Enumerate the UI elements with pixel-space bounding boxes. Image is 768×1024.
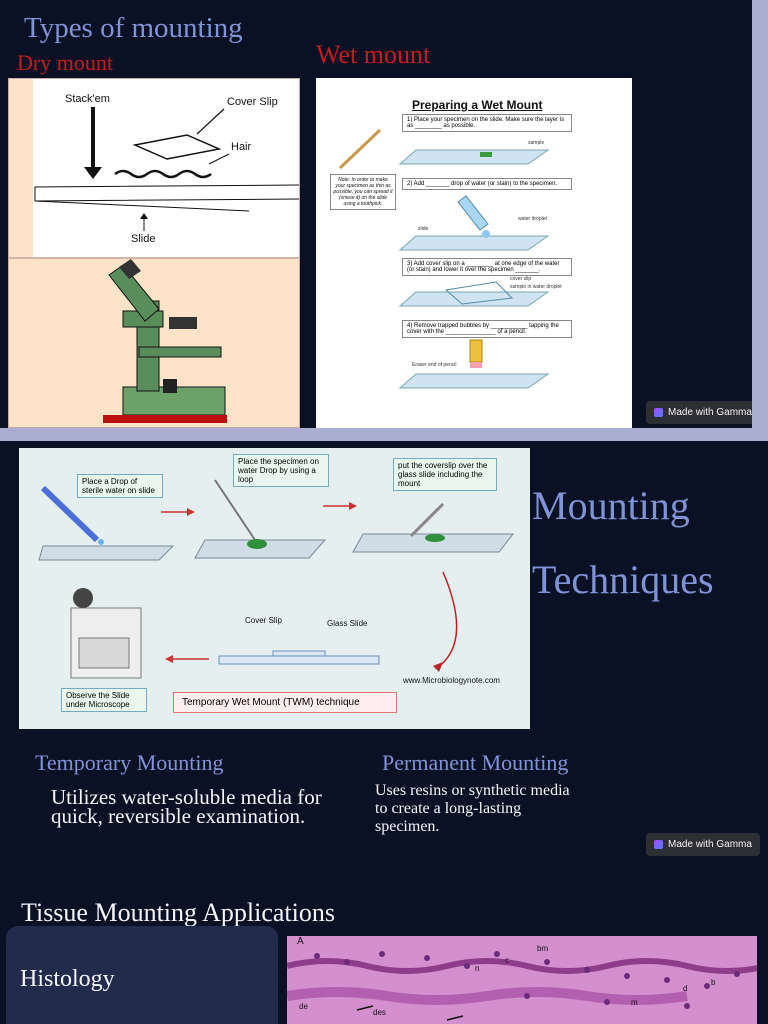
hist-label-m: m (631, 998, 638, 1007)
wet-step-2: 2) Add _______ drop of water (or stain) … (402, 178, 572, 190)
gamma-logo-icon-2 (654, 840, 663, 849)
section-divider (0, 428, 768, 441)
made-with-gamma-badge-1[interactable]: Made with Gamma (646, 401, 760, 424)
diagram-observe-label: Observe the Slide under Microscope (61, 688, 147, 712)
section-title-types: Types of mounting (24, 12, 243, 44)
diagram-cover-slip-label: Cover Slip (245, 616, 282, 625)
temporary-mounting-body: Utilizes water-soluble media for quick, … (51, 785, 322, 828)
wet-step-4: 4) Remove trapped bubbles by ___________… (402, 320, 572, 338)
made-with-gamma-badge-2[interactable]: Made with Gamma (646, 833, 760, 856)
tissue-applications-title: Tissue Mounting Applications (21, 898, 335, 927)
gamma-logo-icon (654, 408, 663, 417)
dry-mount-label: Dry mount (17, 50, 113, 75)
permanent-mounting-body: Uses resins or synthetic media to create… (375, 782, 570, 835)
hist-label-d: d (683, 984, 688, 993)
permanent-mounting-title: Permanent Mounting (382, 750, 569, 775)
hist-label-b: b (711, 978, 716, 987)
wet-step-3: 3) Add cover slip on a ________ at one e… (402, 258, 572, 276)
mounting-title-line2: Techniques (532, 557, 714, 602)
stack-label: Stack'em (65, 93, 110, 105)
wet-step-1: 1) Place your specimen on the slide. Mak… (402, 114, 572, 132)
diagram-step-2: Place the specimen on water Drop by usin… (233, 454, 329, 487)
gamma-badge-text-2: Made with Gamma (668, 839, 752, 850)
dry-mount-illustration (9, 79, 299, 423)
hist-label-de: de (299, 1002, 308, 1011)
hist-label-bm: bm (537, 944, 549, 953)
slide-label: Slide (131, 233, 156, 245)
histology-title: Histology (20, 966, 115, 992)
diagram-step-3: put the coverslip over the glass slide i… (393, 458, 497, 491)
hair-label: Hair (231, 141, 252, 153)
hist-label-des: des (373, 1008, 386, 1017)
wet-mount-illustration (338, 128, 550, 389)
cover-slip-label: Cover Slip (227, 96, 278, 108)
mounting-title-line1: Mounting (532, 483, 690, 528)
wet-mount-image: Preparing a Wet Mount 1) Place your spec… (316, 78, 632, 428)
dry-mount-image: Stack'em Cover Slip Hair Slide (8, 78, 300, 428)
mounting-technique-diagram: Place a Drop of sterile water on slide P… (19, 448, 530, 729)
sample-in-droplet-label: sample in water droplet (510, 284, 562, 290)
diagram-step-1: Place a Drop of sterile water on slide (77, 474, 163, 498)
gamma-badge-text: Made with Gamma (668, 407, 752, 418)
histology-image: A bm c n de des d b m (287, 936, 757, 1024)
diagram-glass-slide-label: Glass Slide (327, 619, 368, 628)
diagram-source: www.Microbiologynote.com (403, 676, 500, 685)
temporary-mounting-title: Temporary Mounting (35, 750, 224, 775)
eraser-label: Eraser end of pencil (412, 362, 457, 368)
cover-slip-label-wet: cover slip (510, 276, 532, 282)
hist-label-n: n (475, 964, 480, 973)
wet-note: Note: In order to make your specimen as … (330, 174, 396, 210)
scrollbar[interactable] (752, 0, 768, 428)
wet-mount-label: Wet mount (316, 40, 431, 69)
wet-mount-title: Preparing a Wet Mount (412, 98, 543, 112)
technique-illustration (38, 479, 515, 679)
hist-label-a: A (297, 936, 304, 947)
histology-tissue-illustration (287, 936, 757, 1024)
sample-label: sample (528, 140, 545, 146)
slide-label-wet: slide (418, 226, 429, 232)
hist-label-c: c (505, 956, 509, 965)
diagram-technique-label: Temporary Wet Mount (TWM) technique (173, 692, 397, 713)
histology-card: Histology (6, 926, 278, 1024)
water-droplet-label: water droplet (518, 216, 547, 222)
